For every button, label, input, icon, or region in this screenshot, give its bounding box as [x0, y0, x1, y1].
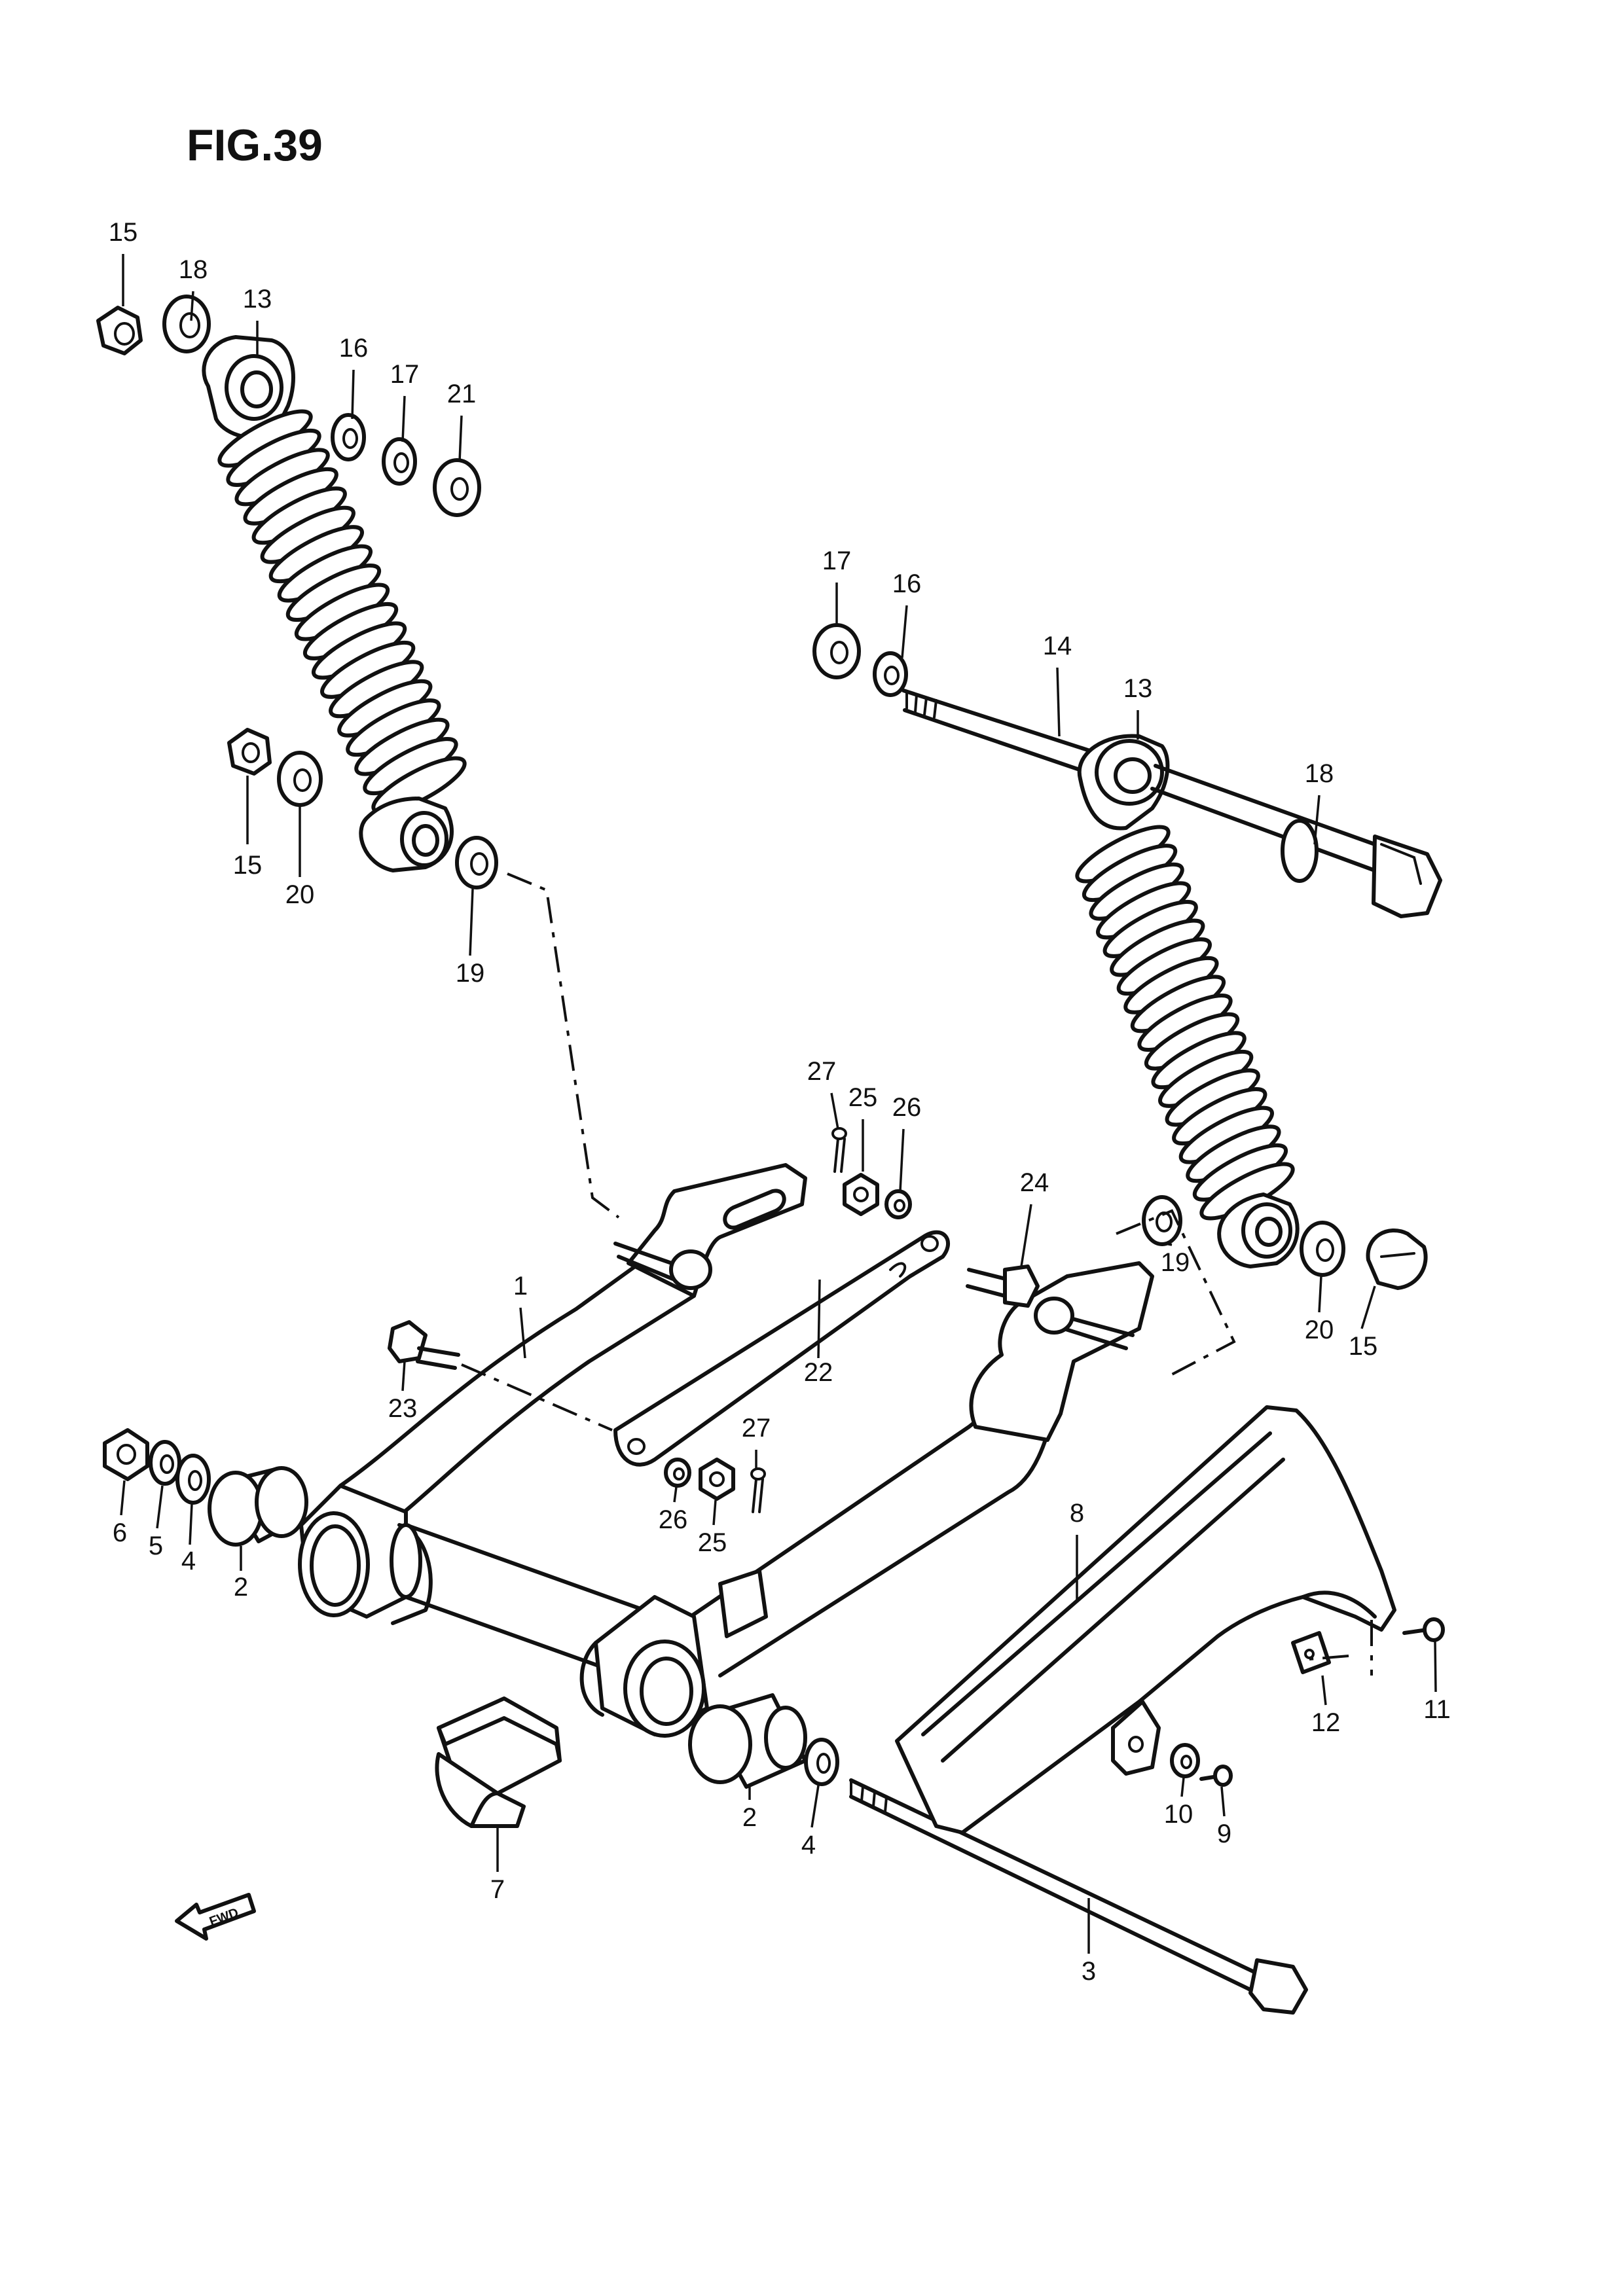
leader-line-12 [1321, 1675, 1327, 1706]
callout-13: 13 [1123, 674, 1153, 703]
leader-line-19 [469, 888, 474, 956]
leader-line-22 [817, 1279, 821, 1359]
callout-16: 16 [892, 569, 922, 598]
callout-9: 9 [1217, 1820, 1231, 1848]
leader-line-1 [519, 1307, 526, 1359]
right-shock-hardware [812, 623, 1428, 1290]
callout-15: 15 [109, 218, 138, 247]
leader-line-9 [1220, 1786, 1226, 1817]
case-hardware [1170, 1617, 1445, 1787]
callout-4: 4 [181, 1547, 196, 1575]
pivot-hardware-right [688, 1693, 839, 1789]
right-shock-absorber [902, 689, 1442, 1268]
leader-line-10 [1180, 1777, 1185, 1797]
spacer-collar [435, 1696, 562, 1828]
callout-18: 18 [179, 255, 208, 284]
callout-2: 2 [234, 1573, 248, 1602]
callout-25: 25 [698, 1528, 727, 1557]
callout-6: 6 [113, 1518, 127, 1547]
leader-line-23 [401, 1361, 406, 1391]
leader-line-17 [401, 395, 406, 442]
callout-1: 1 [513, 1272, 528, 1300]
leader-line-25 [712, 1499, 717, 1526]
callout-13: 13 [243, 285, 272, 314]
leader-line-27 [830, 1092, 839, 1130]
leader-line-18 [190, 291, 194, 321]
callout-20: 20 [1305, 1316, 1334, 1344]
callout-24: 24 [1020, 1168, 1049, 1197]
callout-20: 20 [285, 880, 315, 909]
callout-19: 19 [456, 959, 485, 988]
leader-line-18 [1313, 795, 1320, 845]
callout-2: 2 [742, 1803, 757, 1832]
leader-line-16 [901, 605, 908, 658]
pivot-hardware-left [103, 1428, 308, 1547]
pivot-shaft [849, 1778, 1308, 2015]
callout-26: 26 [659, 1505, 688, 1534]
leader-line-20 [1318, 1276, 1322, 1313]
callout-12: 12 [1311, 1708, 1341, 1737]
callout-5: 5 [149, 1532, 163, 1560]
callout-18: 18 [1305, 759, 1334, 788]
leader-line-11 [1434, 1641, 1437, 1693]
callout-10: 10 [1164, 1800, 1193, 1829]
callout-22: 22 [804, 1358, 833, 1387]
callout-25: 25 [848, 1083, 878, 1112]
leader-line-26 [899, 1128, 905, 1192]
figure-title: FIG.39 [187, 120, 323, 170]
callout-17: 17 [822, 547, 852, 575]
leader-line-21 [458, 415, 463, 462]
swing-arm [298, 1163, 1154, 1738]
leader-line-16 [351, 369, 355, 420]
forward-direction-arrow: FWD [175, 1893, 256, 1941]
callout-27: 27 [742, 1414, 771, 1443]
left-shock-spring [217, 409, 467, 815]
callout-15: 15 [233, 851, 263, 880]
left-shock-absorber [202, 335, 467, 872]
leader-line-26 [673, 1486, 678, 1503]
leader-line-4 [189, 1503, 193, 1545]
callout-11: 11 [1423, 1695, 1451, 1724]
callout-19: 19 [1161, 1248, 1190, 1277]
callout-23: 23 [388, 1394, 418, 1423]
callout-leader-lines [120, 254, 1437, 1954]
callout-14: 14 [1043, 632, 1072, 660]
leader-line-4 [810, 1785, 820, 1828]
torque-link [613, 1230, 951, 1467]
right-shock-spring [1075, 825, 1295, 1221]
leader-line-6 [120, 1480, 126, 1516]
leader-line-15 [1360, 1285, 1376, 1329]
callout-26: 26 [892, 1093, 922, 1122]
leader-line-19 [1165, 1242, 1173, 1246]
link-hardware [388, 1127, 1040, 1513]
left-shock-hardware [96, 295, 498, 889]
callout-15: 15 [1349, 1332, 1378, 1361]
callout-17: 17 [390, 360, 420, 389]
callout-21: 21 [447, 380, 477, 408]
callout-8: 8 [1070, 1499, 1084, 1528]
chain-case [895, 1405, 1396, 1835]
leader-line-5 [156, 1485, 164, 1529]
callout-16: 16 [339, 334, 369, 363]
callout-4: 4 [801, 1831, 816, 1859]
leader-line-24 [1020, 1204, 1032, 1267]
leader-line-14 [1056, 667, 1061, 737]
alignment-lines [461, 872, 1373, 1676]
callout-3: 3 [1082, 1957, 1096, 1986]
spring-coil [371, 756, 467, 815]
callout-7: 7 [490, 1875, 505, 1904]
callout-27: 27 [807, 1057, 837, 1086]
